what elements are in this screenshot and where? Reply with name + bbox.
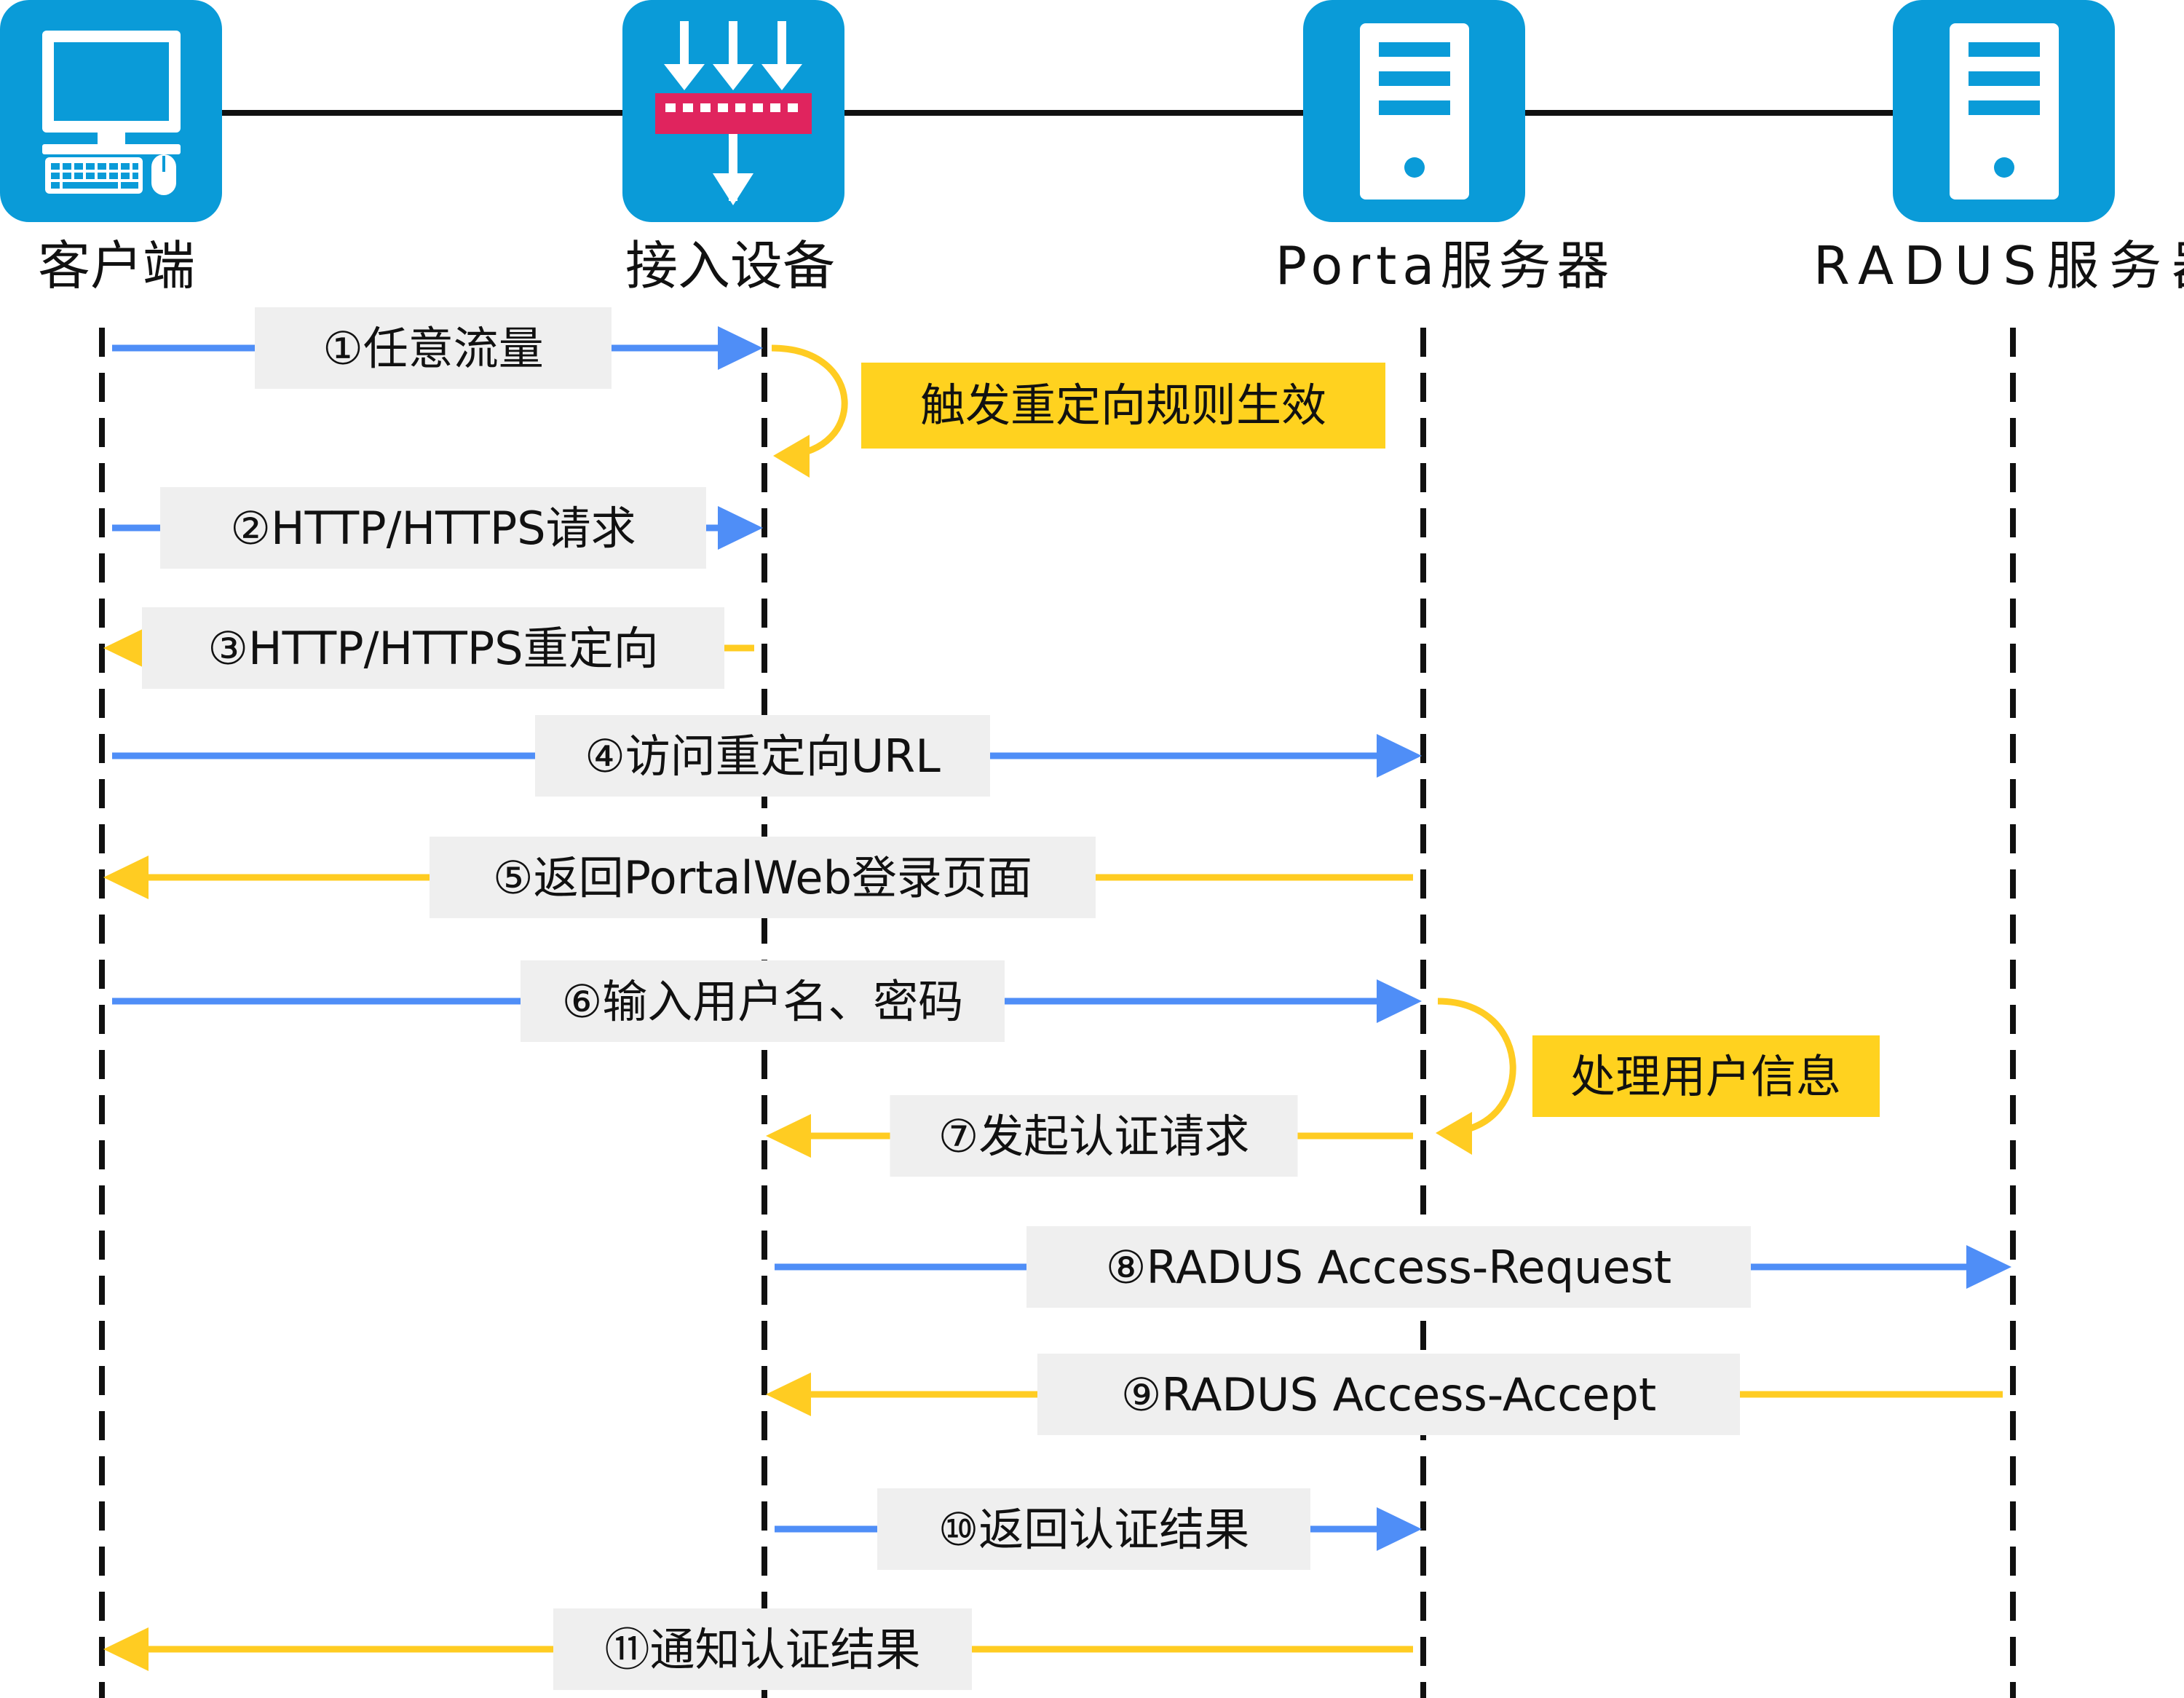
message-11-arrowhead: [103, 1627, 149, 1671]
message-4-arrowhead: [1377, 734, 1422, 778]
radius-server-node: [1893, 0, 2115, 222]
message-2-arrowhead: [718, 506, 763, 550]
message-11-label-box: [553, 1608, 972, 1690]
message-3-arrowhead: [103, 626, 149, 670]
message-7-arrowhead: [766, 1114, 811, 1158]
message-7: ⑦发起认证请求: [766, 1095, 1413, 1177]
message-4-label: ④访问重定向URL: [585, 730, 941, 783]
portal-server-label: Porta服务器: [1275, 235, 1615, 296]
access-self-loop-arrow: [771, 344, 848, 459]
redirect-rule-note: 触发重定向规则生效: [920, 379, 1326, 432]
message-9-arrowhead: [766, 1373, 811, 1416]
desktop-computer-icon: [42, 31, 181, 195]
message-7-label: ⑦发起认证请求: [938, 1110, 1250, 1163]
message-9-label-box: [1037, 1354, 1740, 1435]
message-1: ①任意流量: [112, 307, 763, 389]
server-icon: [1950, 23, 2059, 200]
access-device-node: [622, 0, 844, 222]
process-user-info-note-box: [1532, 1035, 1880, 1117]
message-7-label-box: [890, 1095, 1298, 1177]
message-8-label-box: [1026, 1226, 1751, 1308]
client-label: 客户端: [38, 235, 195, 296]
notes: 触发重定向规则生效 处理用户信息: [771, 344, 1880, 1155]
process-user-info-note: 处理用户信息: [1570, 1050, 1841, 1103]
message-6-label: ⑥输入用户名、密码: [562, 975, 964, 1028]
message-1-arrowhead: [718, 326, 763, 370]
client-node: [0, 0, 222, 222]
messages: ①任意流量 ②HTTP/HTTPS请求 ③HTTP/HTTPS重定向 ④访问重定向UR…: [103, 307, 2011, 1690]
message-11: ⑪通知认证结果: [103, 1608, 1413, 1690]
message-8-arrowhead: [1966, 1245, 2011, 1289]
message-5: ⑤返回PortalWeb登录页面: [103, 837, 1413, 918]
message-6: ⑥输入用户名、密码: [112, 960, 1422, 1042]
message-6-arrowhead: [1377, 979, 1422, 1023]
message-6-label-box: [521, 960, 1005, 1042]
radius-server-label: RADUS服务器: [1813, 235, 2184, 296]
message-10: ⑩返回认证结果: [775, 1488, 1422, 1570]
portal-server-node: [1303, 0, 1525, 222]
message-3-label-box: [142, 607, 724, 689]
firewall-icon: [655, 21, 812, 205]
message-10-arrowhead: [1377, 1507, 1422, 1551]
message-1-label: ①任意流量: [323, 322, 544, 375]
message-2-label: ②HTTP/HTTPS请求: [230, 502, 636, 555]
access-self-loop-arrowhead: [773, 435, 810, 478]
redirect-rule-note-box: [861, 363, 1385, 449]
message-11-label: ⑪通知认证结果: [604, 1623, 920, 1676]
message-5-label-box: [430, 837, 1096, 918]
message-4: ④访问重定向URL: [112, 715, 1422, 797]
message-10-label-box: [877, 1488, 1310, 1570]
message-9-label: ⑨RADUS Access-Accept: [1121, 1368, 1656, 1421]
message-8: ⑧RADUS Access-Request: [775, 1226, 2011, 1308]
message-9: ⑨RADUS Access-Accept: [766, 1354, 2003, 1435]
portal-self-loop-arrow: [1437, 998, 1516, 1136]
message-8-label: ⑧RADUS Access-Request: [1106, 1241, 1671, 1294]
message-3-label: ③HTTP/HTTPS重定向: [207, 622, 658, 675]
message-2: ②HTTP/HTTPS请求: [112, 487, 763, 569]
message-5-label: ⑤返回PortalWeb登录页面: [493, 851, 1032, 904]
message-5-arrowhead: [103, 856, 149, 899]
message-2-label-box: [160, 487, 706, 569]
portal-self-loop-arrowhead: [1436, 1112, 1472, 1155]
message-10-label: ⑩返回认证结果: [938, 1503, 1250, 1556]
message-3: ③HTTP/HTTPS重定向: [103, 607, 754, 689]
message-4-label-box: [535, 715, 990, 797]
server-icon: [1360, 23, 1469, 200]
message-1-label-box: [255, 307, 612, 389]
access-device-label: 接入设备: [625, 235, 835, 296]
